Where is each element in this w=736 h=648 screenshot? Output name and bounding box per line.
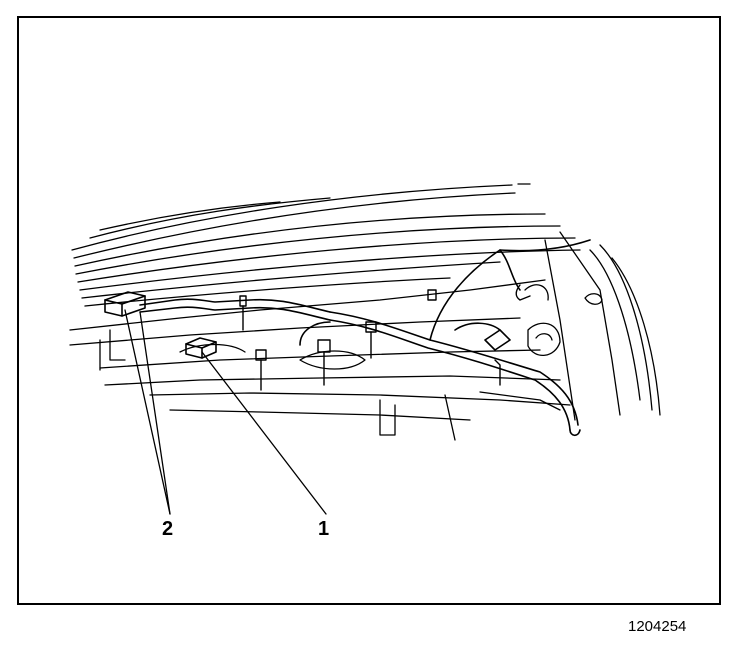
- leader-lines: [124, 309, 327, 515]
- leader-line-2: [124, 309, 171, 515]
- callout-2-label: 2: [162, 518, 174, 540]
- figure-id: 1204254: [628, 618, 687, 635]
- leader-line-1: [201, 351, 327, 515]
- callout-1-label: 1: [318, 518, 330, 540]
- harness-clips: [239, 284, 531, 391]
- floor-pan: [69, 231, 661, 441]
- wiring-harness: [139, 239, 591, 437]
- rear-glass-lines: [71, 183, 581, 307]
- connector-2-body: [104, 291, 146, 317]
